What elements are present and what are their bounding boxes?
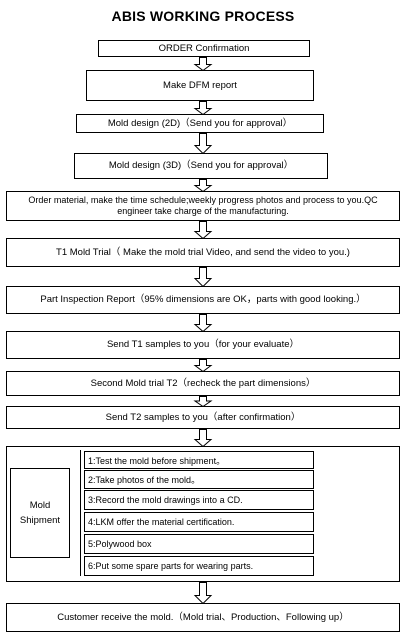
step-part-inspection-report: Part Inspection Report（95% dimensions ar…: [6, 286, 400, 314]
down-arrow-icon: [193, 582, 213, 604]
shipment-item: 3:Record the mold drawings into a CD.: [84, 490, 314, 510]
step-second-mold-trial: Second Mold trial T2（recheck the part di…: [6, 371, 400, 396]
shipment-item-label: 3:Record the mold drawings into a CD.: [88, 495, 243, 505]
step-dfm-report: Make DFM report: [86, 70, 314, 101]
shipment-connector-line: [80, 450, 81, 576]
step-label: Second Mold trial T2（recheck the part di…: [90, 377, 316, 389]
shipment-item-label: 1:Test the mold before shipment。: [88, 455, 226, 466]
shipment-item: 1:Test the mold before shipment。: [84, 451, 314, 469]
step-label: T1 Mold Trial（ Make the mold trial Video…: [56, 246, 350, 258]
down-arrow-icon: [193, 179, 213, 192]
down-arrow-icon: [193, 359, 213, 372]
shipment-item-label: 2:Take photos of the mold。: [88, 475, 201, 485]
down-arrow-icon: [193, 101, 213, 115]
step-label: Make DFM report: [163, 79, 237, 91]
down-arrow-icon: [193, 396, 213, 407]
step-label: ORDER Confirmation: [158, 42, 250, 54]
shipment-item: 6:Put some spare parts for wearing parts…: [84, 556, 314, 576]
shipment-item-label: 5:Polywood box: [88, 539, 152, 549]
shipment-item: 2:Take photos of the mold。: [84, 470, 314, 489]
down-arrow-icon: [193, 221, 213, 239]
step-t1-mold-trial: T1 Mold Trial（ Make the mold trial Video…: [6, 238, 400, 267]
step-label: Part Inspection Report（95% dimensions ar…: [40, 294, 366, 306]
step-mold-design-3d: Mold design (3D)（Send you for approval）: [74, 153, 328, 179]
shipment-item: 4:LKM offer the material certification.: [84, 512, 314, 532]
step-customer-receive: Customer receive the mold.（Mold trial、Pr…: [6, 603, 400, 632]
page-title: ABIS WORKING PROCESS: [111, 8, 295, 24]
step-label: Order material, make the time schedule;w…: [28, 194, 378, 216]
step-label: Customer receive the mold.（Mold trial、Pr…: [57, 611, 349, 623]
step-mold-design-2d: Mold design (2D)（Send you for approval）: [76, 114, 324, 133]
down-arrow-icon: [193, 57, 213, 71]
step-label: Mold design (2D)（Send you for approval）: [107, 117, 293, 129]
down-arrow-icon: [193, 267, 213, 287]
shipment-label-box: Mold Shipment: [10, 468, 70, 558]
step-label: Send T1 samples to you（for your evaluate…: [106, 339, 300, 351]
shipment-label: Mold Shipment: [19, 499, 61, 526]
shipment-item: 5:Polywood box: [84, 534, 314, 554]
down-arrow-icon: [193, 429, 213, 447]
shipment-item-label: 6:Put some spare parts for wearing parts…: [88, 561, 254, 571]
step-order-material: Order material, make the time schedule;w…: [6, 191, 400, 221]
shipment-item-label: 4:LKM offer the material certification.: [88, 517, 235, 527]
step-label: Send T2 samples to you（after confirmatio…: [105, 411, 301, 423]
step-order-confirmation: ORDER Confirmation: [98, 40, 310, 57]
down-arrow-icon: [193, 133, 213, 154]
step-send-t2-samples: Send T2 samples to you（after confirmatio…: [6, 406, 400, 429]
step-send-t1-samples: Send T1 samples to you（for your evaluate…: [6, 331, 400, 359]
down-arrow-icon: [193, 314, 213, 332]
step-label: Mold design (3D)（Send you for approval）: [108, 160, 294, 172]
